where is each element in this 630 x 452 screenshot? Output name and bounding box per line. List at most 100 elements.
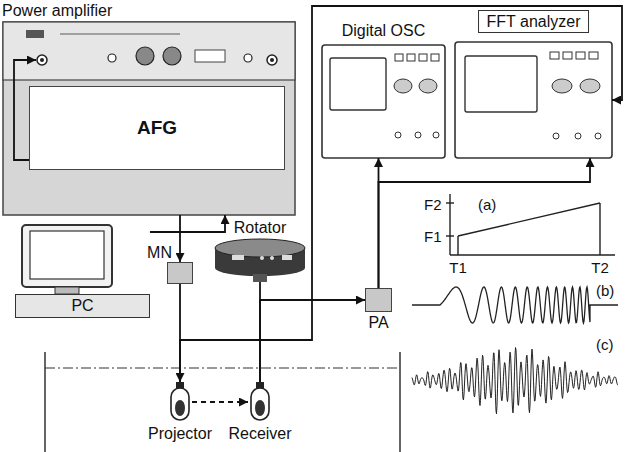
pc-monitor (22, 225, 112, 294)
plot-label: (c) (596, 336, 614, 353)
amplifier-body (3, 22, 295, 215)
pc-monitor (30, 231, 104, 279)
fft-analyzer (455, 42, 612, 158)
pc-node: PC (15, 225, 150, 318)
fft-analyzer (550, 52, 559, 59)
amplifier-body (26, 30, 44, 38)
oscilloscope (407, 54, 415, 61)
signal-wire (379, 158, 591, 288)
rotator-body (232, 255, 244, 260)
amplifier-body (37, 55, 47, 65)
sweep-plot (450, 254, 615, 255)
amplifier-body (244, 54, 252, 62)
amplifier-body (3, 22, 295, 80)
amplifier-body (270, 58, 274, 62)
hydrophone-shape (171, 388, 189, 420)
fft-analyzer (552, 79, 572, 93)
hydrophone-shape (248, 382, 272, 422)
preamp-box: PA (365, 288, 392, 312)
plot-label: T2 (591, 259, 609, 276)
fft-analyzer (580, 79, 600, 93)
rotator-node: Rotator (215, 240, 305, 282)
amplifier-body (136, 47, 154, 65)
amplifier-body (163, 47, 181, 65)
projector-hydrophone: Projector (168, 382, 192, 422)
fft-analyzer (576, 52, 585, 59)
plot-label: (a) (478, 196, 496, 213)
pc-monitor (55, 287, 79, 294)
matching-network-box: MN (167, 262, 193, 284)
oscilloscope-node: Digital OSC (322, 45, 445, 158)
signal-wire (192, 401, 248, 403)
plot-label: T1 (449, 259, 467, 276)
amplifier-body (108, 54, 116, 62)
signal-wire (150, 215, 225, 232)
sweep-plot (457, 236, 458, 255)
device-label: AFG (137, 117, 177, 139)
amplifier-body (195, 50, 225, 62)
rotator-body (270, 256, 274, 260)
device-label: Rotator (234, 218, 286, 237)
amplifier-body (267, 55, 277, 65)
fft-analyzer (553, 133, 559, 139)
signal-wire (260, 300, 365, 382)
fft-analyzer (589, 52, 598, 59)
device-label: Power amplifier (2, 1, 112, 20)
pc-monitor (22, 225, 112, 287)
plot-label: F2 (424, 196, 442, 213)
chirp-waveform (412, 287, 618, 323)
rotator-body (282, 255, 292, 260)
oscilloscope (419, 79, 437, 93)
oscilloscope (431, 54, 439, 61)
device-label: PC (15, 294, 150, 318)
signal-wire (179, 215, 181, 262)
device-label: MN (147, 243, 172, 262)
oscilloscope (322, 45, 445, 158)
plot-label: F1 (424, 228, 442, 245)
water-tank (45, 367, 400, 368)
device-label: Receiver (228, 424, 291, 443)
oscilloscope (433, 132, 439, 138)
device-label: Digital OSC (342, 21, 426, 40)
water-tank (399, 352, 401, 452)
sweep-plot (446, 235, 454, 236)
oscilloscope (419, 54, 427, 61)
rotator-body (215, 260, 305, 276)
amplifier-body (60, 33, 180, 35)
fft-analyzer (563, 52, 572, 59)
fft-analyzer (455, 42, 612, 158)
rotator-body (215, 239, 305, 282)
water-tank (44, 352, 46, 452)
signal-wire (259, 282, 261, 382)
rotator-body (260, 256, 264, 260)
oscilloscope (395, 54, 403, 61)
oscilloscope (415, 132, 421, 138)
rotator-body (253, 274, 267, 282)
oscilloscope (322, 45, 445, 158)
analyzer-node: FFT analyzer (455, 42, 612, 158)
device-label: Projector (148, 424, 212, 443)
oscilloscope (330, 58, 386, 110)
hydrophone-shape (175, 400, 185, 416)
hydrophone-shape (251, 388, 269, 420)
oscilloscope (394, 79, 412, 93)
amplifier-node: Power amplifierAFG (3, 22, 295, 215)
hydrophone-shape (255, 400, 265, 416)
device-label: FFT analyzer (478, 10, 590, 33)
oscilloscope (395, 132, 401, 138)
afg-box: AFG (29, 86, 285, 170)
sweep-plot (599, 203, 600, 255)
sweep-plot (446, 194, 615, 255)
receiver-hydrophone: Receiver (248, 382, 272, 422)
fft-analyzer (575, 133, 581, 139)
device-label: PA (368, 313, 388, 332)
rotator-body (215, 239, 305, 257)
hydrophone-shape (168, 382, 192, 422)
signal-wire (180, 6, 622, 382)
amplifier-body (3, 22, 295, 215)
amplifier-body (40, 58, 44, 62)
